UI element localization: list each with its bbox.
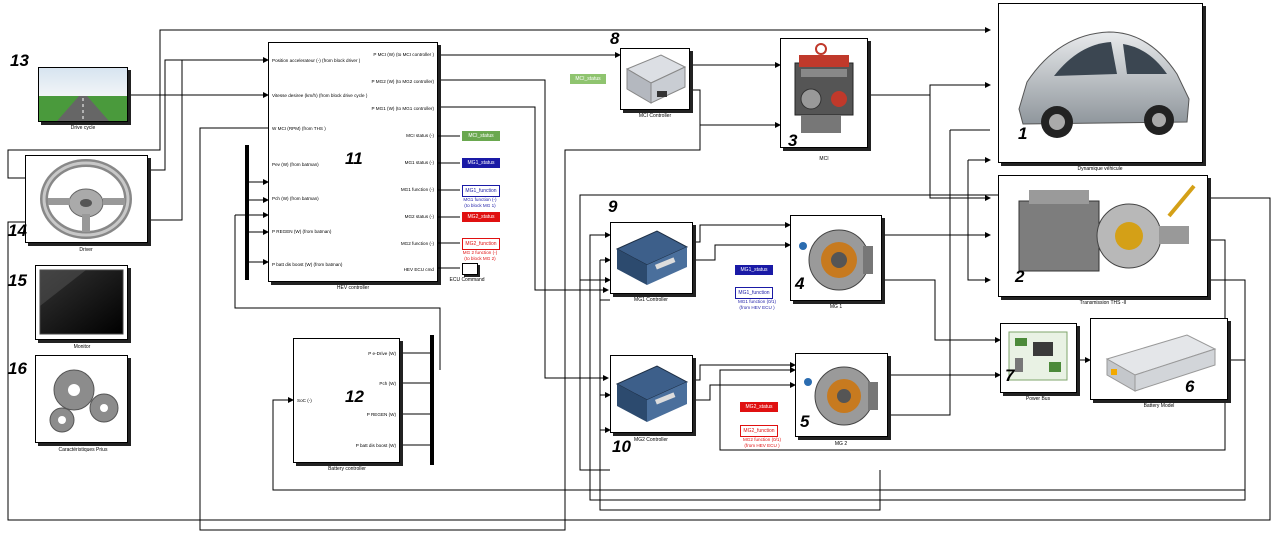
vehicle-dynamics-block[interactable]: [998, 3, 1203, 163]
mg2-function-from[interactable]: MG2_function: [740, 425, 778, 437]
mg2-caption: MG 2: [835, 441, 847, 447]
battery-controller-out-pedrive: P e-Drive (W): [368, 352, 396, 357]
battery-controller-out-pregen: P REGEN (W): [367, 413, 396, 418]
mg2-status-from[interactable]: MG2_status: [740, 402, 778, 412]
power-bus-caption: Power Bus: [1026, 396, 1050, 402]
mg1-function-from-note-line1: MG1 function (0/1): [738, 299, 776, 304]
battery-output-bus: [430, 335, 434, 465]
mci-status-from[interactable]: MCI_status: [570, 74, 606, 84]
mci-controller-caption: MCI Controller: [639, 113, 671, 119]
inverter-icon: [611, 356, 692, 432]
mg1-status-from[interactable]: MG1_status: [735, 265, 773, 275]
battery-controller-out-pch: Pch (W): [379, 382, 396, 387]
battery-pack-icon: [1091, 319, 1227, 399]
transmission-icon: [999, 176, 1207, 296]
mg1-controller-caption: MG1 Controller: [634, 297, 668, 303]
block-number-9: 9: [608, 198, 617, 215]
battery-controller-caption: Battery controller: [328, 466, 366, 472]
mci-controller-block[interactable]: [620, 48, 690, 110]
block-number-4: 4: [795, 275, 804, 292]
battery-model-caption: Battery Model: [1144, 403, 1175, 409]
motor-generator-icon: [796, 354, 887, 436]
mci-caption: MCI: [819, 156, 828, 162]
vehicle-caption: Dynamique véhicule: [1077, 166, 1122, 172]
mg2-function-from-note: MG2 function (0/1)(from HEV ECU ): [743, 437, 781, 448]
mg1-function-from[interactable]: MG1_function: [735, 287, 773, 299]
block-number-6: 6: [1185, 378, 1194, 395]
battery-model-block[interactable]: [1090, 318, 1228, 400]
mg1-function-from-note: MG1 function (0/1)(from HEV ECU ): [738, 299, 776, 310]
battery-controller-in-soc: SoC (-): [297, 399, 312, 404]
mg1-function-from-note-line2: (from HEV ECU ): [739, 305, 774, 310]
mg2-function-from-note-line1: MG2 function (0/1): [743, 437, 781, 442]
block-number-12: 12: [345, 388, 364, 405]
transmission-block[interactable]: [998, 175, 1208, 297]
mg2-controller-caption: MG2 Controller: [634, 437, 668, 443]
inverter-icon: [611, 223, 692, 293]
block-number-3: 3: [788, 132, 797, 149]
block-number-5: 5: [800, 413, 809, 430]
transmission-caption: Transmission THS -II: [1080, 300, 1127, 306]
mg1-caption: MG 1: [830, 304, 842, 310]
block-number-7: 7: [1005, 367, 1014, 384]
mg1-controller-block[interactable]: [610, 222, 693, 294]
block-number-2: 2: [1015, 268, 1024, 285]
block-number-1: 1: [1018, 125, 1027, 142]
battery-controller-out-pbatt: P batt dis boost (W): [356, 444, 396, 449]
ecu-box-icon: [621, 49, 689, 109]
block-number-8: 8: [610, 30, 619, 47]
mg2-function-from-note-line2: (from HEV ECU ): [744, 443, 779, 448]
car-icon: [999, 4, 1202, 162]
block-number-10: 10: [612, 438, 631, 455]
motor-generator-icon: [791, 216, 881, 300]
mg2-controller-block[interactable]: [610, 355, 693, 433]
